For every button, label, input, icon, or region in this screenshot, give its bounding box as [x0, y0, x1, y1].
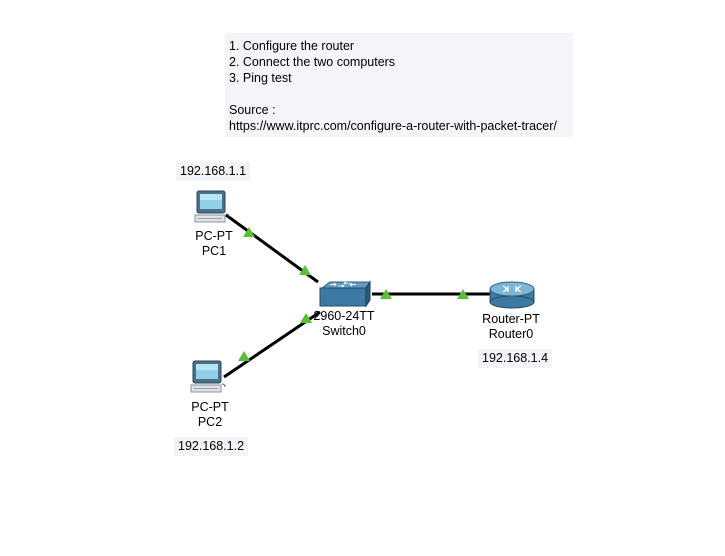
- link-status-indicator: [457, 289, 469, 299]
- switch0-model-label: 2960-24TT: [313, 309, 375, 323]
- router-icon[interactable]: [488, 280, 536, 310]
- note-line-1: 1. Configure the router: [229, 39, 355, 53]
- switch0-name-label: Switch0: [322, 324, 366, 338]
- router0-name-label: Router0: [488, 327, 534, 341]
- note-line-2: 2. Connect the two computers: [229, 55, 396, 69]
- link-status-indicator: [300, 313, 312, 323]
- pc2-name-label: PC2: [197, 415, 223, 429]
- link-status-indicator: [243, 227, 255, 237]
- pc2-ip-label: 192.168.1.2: [174, 437, 249, 456]
- note-line-3: 3. Ping test: [229, 71, 292, 85]
- link-status-indicator: [380, 289, 392, 299]
- link-status-indicator: [299, 265, 311, 275]
- router0-ip-label: 192.168.1.4: [478, 349, 553, 368]
- pc-icon[interactable]: [188, 360, 228, 396]
- note-line-6: https://www.itprc.com/configure-a-router…: [229, 119, 557, 133]
- pc2-model-label: PC-PT: [191, 400, 229, 414]
- pc1-model-label: PC-PT: [195, 229, 233, 243]
- instructions-note[interactable]: 1. Configure the router 2. Connect the t…: [225, 33, 573, 137]
- pc-icon[interactable]: [192, 190, 232, 226]
- note-line-5: Source :: [229, 103, 276, 117]
- pc1-name-label: PC1: [201, 244, 227, 258]
- switch-icon[interactable]: [316, 280, 372, 310]
- router0-model-label: Router-PT: [482, 312, 540, 326]
- pc1-ip-label: 192.168.1.1: [176, 162, 251, 181]
- link-status-indicator: [238, 351, 250, 361]
